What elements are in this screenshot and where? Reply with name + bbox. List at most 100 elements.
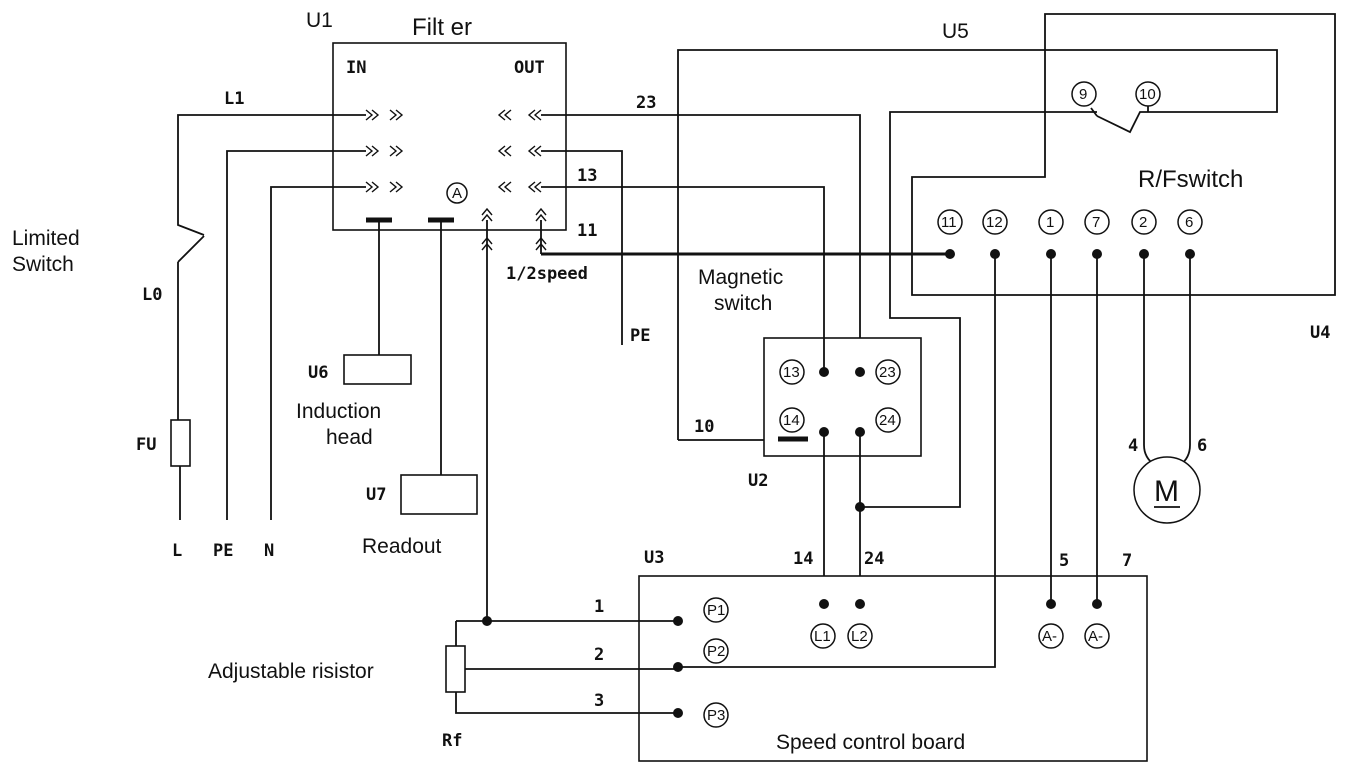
wire-u5-loop bbox=[677, 49, 1278, 440]
wire-11-label: 11 bbox=[577, 221, 597, 241]
limited-switch-line1: Limited bbox=[12, 227, 80, 250]
label-l: L bbox=[172, 541, 182, 561]
rf-terminal-7 bbox=[1084, 209, 1110, 235]
resistor-wire-2-label: 2 bbox=[594, 645, 604, 665]
board-terminal-p3-label: P3 bbox=[707, 707, 725, 724]
board-terminal-p3 bbox=[703, 702, 729, 728]
wire-3 bbox=[455, 692, 678, 714]
board-terminal-l2 bbox=[847, 623, 873, 649]
wire-23-label: 23 bbox=[636, 93, 656, 113]
wire-10-label: 10 bbox=[694, 417, 714, 437]
resistor-wire-1-label: 1 bbox=[594, 597, 604, 617]
board-terminal-l1-label: L1 bbox=[814, 628, 831, 645]
magnetic-switch-label: Magnetic switch bbox=[698, 266, 789, 315]
rf-terminal-12 bbox=[982, 209, 1008, 235]
rf-terminal-2 bbox=[1131, 209, 1157, 235]
filter-a-terminal bbox=[446, 182, 468, 204]
wire-14-label: 14 bbox=[793, 549, 813, 569]
wire-23 bbox=[541, 114, 861, 372]
motor-wire-4-label: 4 bbox=[1128, 436, 1138, 456]
filter-a-terminal-label: A bbox=[452, 185, 462, 202]
induction-head-label: Induction head bbox=[296, 400, 387, 449]
resistor-block: 1 2 3 Adjustable risistor Rf bbox=[208, 220, 678, 751]
filter-a-chevrons bbox=[481, 207, 493, 251]
induction-head-unit: U6 bbox=[308, 363, 328, 383]
board-terminal-p2 bbox=[703, 638, 729, 664]
speed-board-label: Speed control board bbox=[776, 731, 965, 754]
motor-m bbox=[1133, 456, 1201, 524]
label-fu: FU bbox=[136, 435, 156, 455]
wire-pe-tap bbox=[541, 150, 623, 345]
rf-terminal-9-label: 9 bbox=[1079, 86, 1087, 103]
rf-switch-block: U5 U4 R/Fswitch 9 10 11 12 1 7 2 6 bbox=[540, 13, 1336, 508]
rf-terminal-9 bbox=[1071, 81, 1097, 107]
rf-terminal-6-label: 6 bbox=[1185, 214, 1193, 231]
rf-terminal-12-label: 12 bbox=[986, 214, 1003, 231]
rf-terminal-11-label: 11 bbox=[941, 214, 957, 231]
board-dot-l1 bbox=[819, 599, 829, 609]
wire-24-label: 24 bbox=[864, 549, 884, 569]
induction-head-box bbox=[343, 354, 412, 385]
label-pe: PE bbox=[213, 541, 233, 561]
readout-box bbox=[400, 474, 478, 515]
ms-terminal-14 bbox=[779, 407, 805, 433]
limited-switch-line2: Switch bbox=[12, 253, 74, 276]
rf-terminal-11 bbox=[937, 209, 963, 235]
board-terminal-a1-label: A- bbox=[1042, 628, 1057, 645]
wire-13-label: 13 bbox=[577, 166, 597, 186]
board-terminal-a2-label: A- bbox=[1088, 628, 1103, 645]
filter-speed-chevrons bbox=[535, 207, 547, 251]
board-terminal-a1 bbox=[1038, 623, 1064, 649]
label-l0: L0 bbox=[142, 285, 162, 305]
ms-terminal-13 bbox=[779, 359, 805, 385]
magnetic-switch-block: Magnetic switch U2 13 23 14 24 10 14 24 bbox=[541, 186, 922, 604]
motor-label: M bbox=[1154, 475, 1179, 508]
resistor-wire-3-label: 3 bbox=[594, 691, 604, 711]
u5-label: U5 bbox=[942, 20, 969, 43]
rf-terminal-1 bbox=[1038, 209, 1064, 235]
readout-label: Readout bbox=[362, 535, 442, 558]
limited-switch-label: Limited Switch bbox=[12, 227, 86, 276]
magnetic-switch-unit: U2 bbox=[748, 471, 768, 491]
u4-label: U4 bbox=[1310, 323, 1330, 343]
magnetic-switch-line1: Magnetic bbox=[698, 266, 783, 289]
board-terminal-p1-label: P1 bbox=[707, 602, 725, 619]
board-dot-l2 bbox=[855, 599, 865, 609]
resistor-label: Adjustable risistor bbox=[208, 660, 374, 683]
filter-unit-label: U1 bbox=[306, 9, 333, 32]
resistor-rf bbox=[445, 645, 466, 693]
motor-block: M 4 6 bbox=[1128, 254, 1207, 524]
wire-l1 bbox=[177, 114, 366, 236]
readout-unit: U7 bbox=[366, 485, 386, 505]
rf-switch-label: R/Fswitch bbox=[1138, 166, 1243, 193]
board-terminal-l2-label: L2 bbox=[851, 628, 868, 645]
filter-in-chevrons bbox=[365, 109, 404, 193]
rf-switch-box bbox=[911, 13, 1336, 296]
rf-terminal-7-label: 7 bbox=[1092, 214, 1100, 231]
wire-10-internal bbox=[860, 106, 1149, 508]
ms-terminal-14-label: 14 bbox=[783, 412, 800, 429]
wire-pe bbox=[226, 150, 366, 520]
label-l1: L1 bbox=[224, 89, 244, 109]
filter-out-chevrons bbox=[497, 109, 542, 193]
motor-wire-6-label: 6 bbox=[1197, 436, 1207, 456]
wire-12 bbox=[678, 254, 996, 668]
ms-terminal-24-label: 24 bbox=[879, 412, 896, 429]
wire-n bbox=[270, 186, 366, 520]
wire-motor-4 bbox=[1143, 254, 1156, 466]
rf-terminal-10-label: 10 bbox=[1139, 86, 1156, 103]
board-terminal-a2 bbox=[1084, 623, 1110, 649]
speed-board-unit: U3 bbox=[644, 548, 664, 568]
label-pe-tap: PE bbox=[630, 326, 650, 346]
speed-board-block: U3 Speed control board P1 P2 P3 L1 L2 A-… bbox=[638, 254, 1148, 762]
ms-terminal-23-label: 23 bbox=[879, 364, 896, 381]
ms-dot-23 bbox=[855, 367, 865, 377]
readout-block: U7 Readout bbox=[362, 220, 478, 558]
wire-motor-6 bbox=[1179, 254, 1191, 466]
junction-24 bbox=[855, 502, 865, 512]
filter-out-label: OUT bbox=[514, 58, 545, 78]
wire-7-label: 7 bbox=[1122, 551, 1132, 571]
wire-5-label: 5 bbox=[1059, 551, 1069, 571]
wire-13 bbox=[541, 186, 825, 372]
